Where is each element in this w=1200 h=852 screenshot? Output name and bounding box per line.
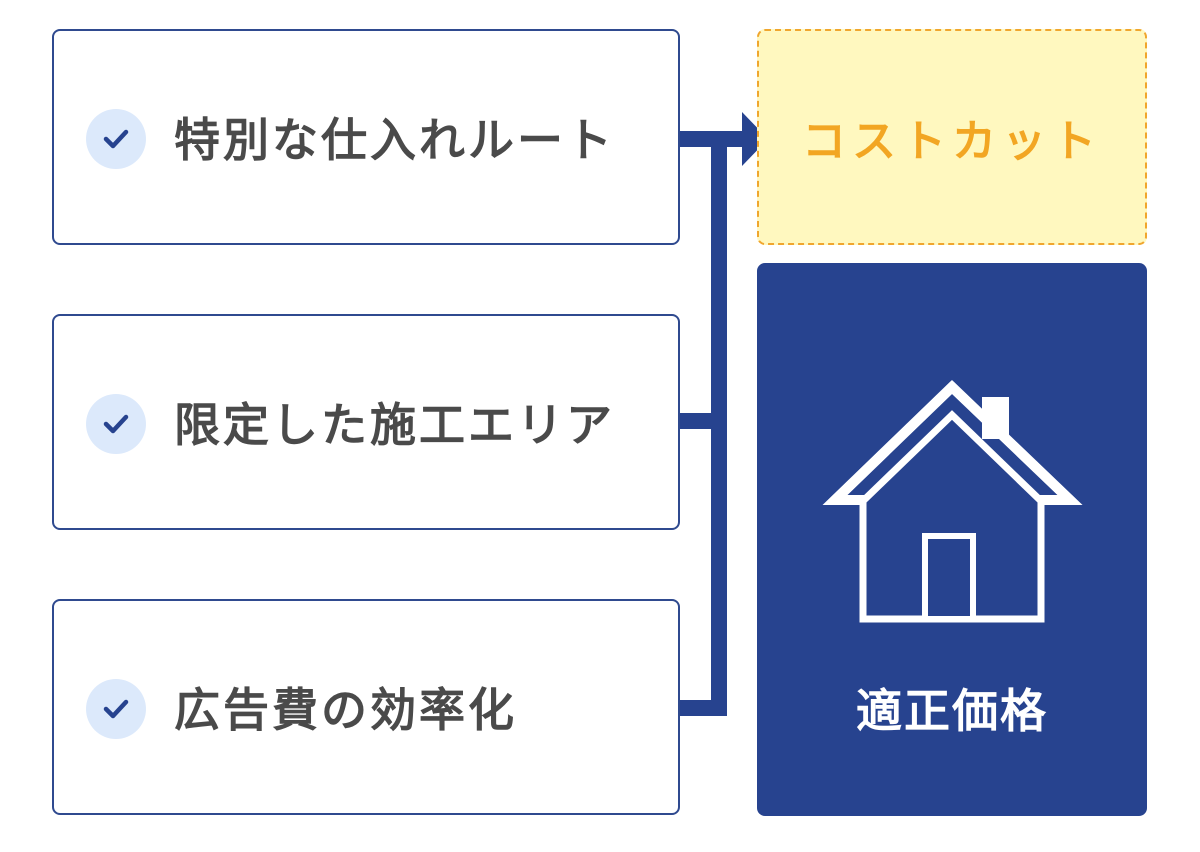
check-icon <box>86 679 146 739</box>
factor-box-area: 限定した施工エリア <box>52 314 680 530</box>
fair-price-label: 適正価格 <box>856 684 1048 738</box>
house-icon <box>822 380 1083 623</box>
factor-box-advertising: 広告費の効率化 <box>52 599 680 815</box>
arrow-right-icon <box>742 112 768 166</box>
factor-label: 特別な仕入れルート <box>174 113 615 167</box>
cost-cut-label: コストカット <box>802 116 1102 167</box>
cost-cut-box: コストカット <box>757 29 1147 245</box>
fair-price-box: 適正価格 <box>757 263 1147 816</box>
factor-label: 広告費の効率化 <box>174 683 517 737</box>
factor-box-sourcing: 特別な仕入れルート <box>52 29 680 245</box>
check-icon <box>86 394 146 454</box>
factor-label: 限定した施工エリア <box>174 398 615 452</box>
check-icon <box>86 109 146 169</box>
